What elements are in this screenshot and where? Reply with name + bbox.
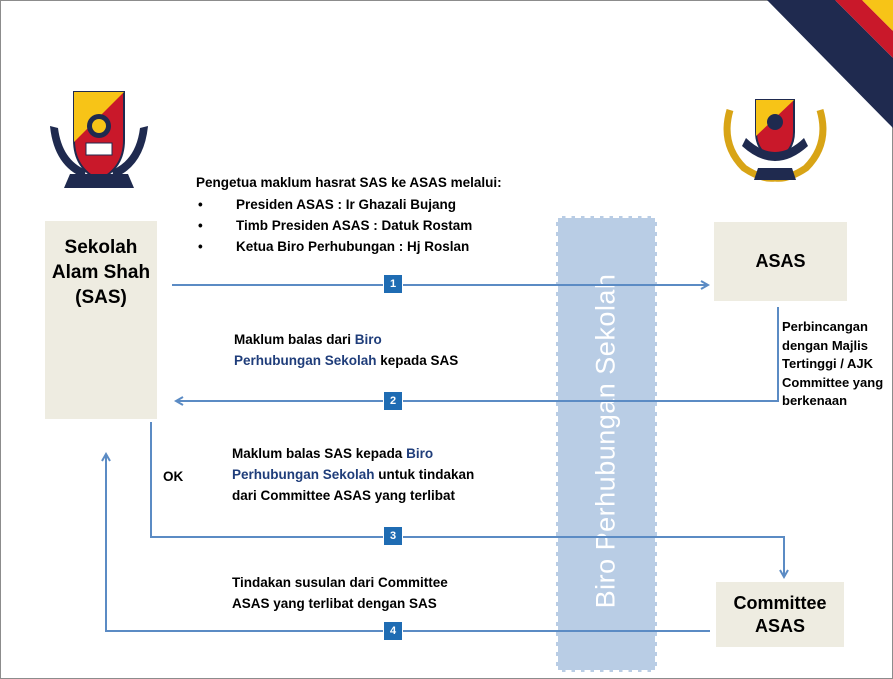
side-note: Perbincangan dengan Majlis Tertinggi / A… — [782, 319, 884, 408]
stripe-navy — [767, 0, 893, 128]
step-4-badge: 4 — [383, 621, 403, 641]
list-item: Presiden ASAS : Ir Ghazali Bujang — [196, 194, 472, 215]
asas-node: ASAS — [714, 222, 847, 301]
alumni-crest-icon — [723, 99, 827, 182]
step-2-highlight: Biro — [354, 332, 382, 347]
sas-node: Sekolah Alam Shah (SAS) — [45, 221, 157, 419]
list-item: Ketua Biro Perhubungan : Hj Roslan — [196, 236, 472, 257]
biro-band — [556, 216, 657, 672]
school-crest-icon — [50, 91, 148, 188]
step-3-badge: 3 — [383, 526, 403, 546]
arrow-4 — [106, 454, 710, 632]
arrow-3 — [150, 422, 784, 577]
list-item: Timb Presiden ASAS : Datuk Rostam — [196, 215, 472, 236]
stripe-red — [835, 0, 893, 58]
stripe-yellow — [862, 0, 893, 31]
committee-node: Committee ASAS — [716, 582, 844, 647]
step-2-text: Maklum balas dari Biro Perhubungan Sekol… — [234, 332, 459, 368]
step-3-highlight: Perhubungan Sekolah — [232, 467, 375, 482]
step-1-badge: 1 — [383, 274, 403, 294]
step-3-highlight: Biro — [406, 446, 434, 461]
step-3-text: Maklum balas SAS kepada Biro Perhubungan… — [232, 446, 475, 503]
step-1-list: Presiden ASAS : Ir Ghazali Bujang Timb P… — [196, 194, 472, 257]
step-2-highlight: Perhubungan Sekolah — [234, 353, 377, 368]
ok-label: OK — [163, 469, 184, 484]
step-2-badge: 2 — [383, 391, 403, 411]
step-1-heading: Pengetua maklum hasrat SAS ke ASAS melal… — [196, 175, 502, 190]
arrow-2 — [176, 307, 779, 401]
